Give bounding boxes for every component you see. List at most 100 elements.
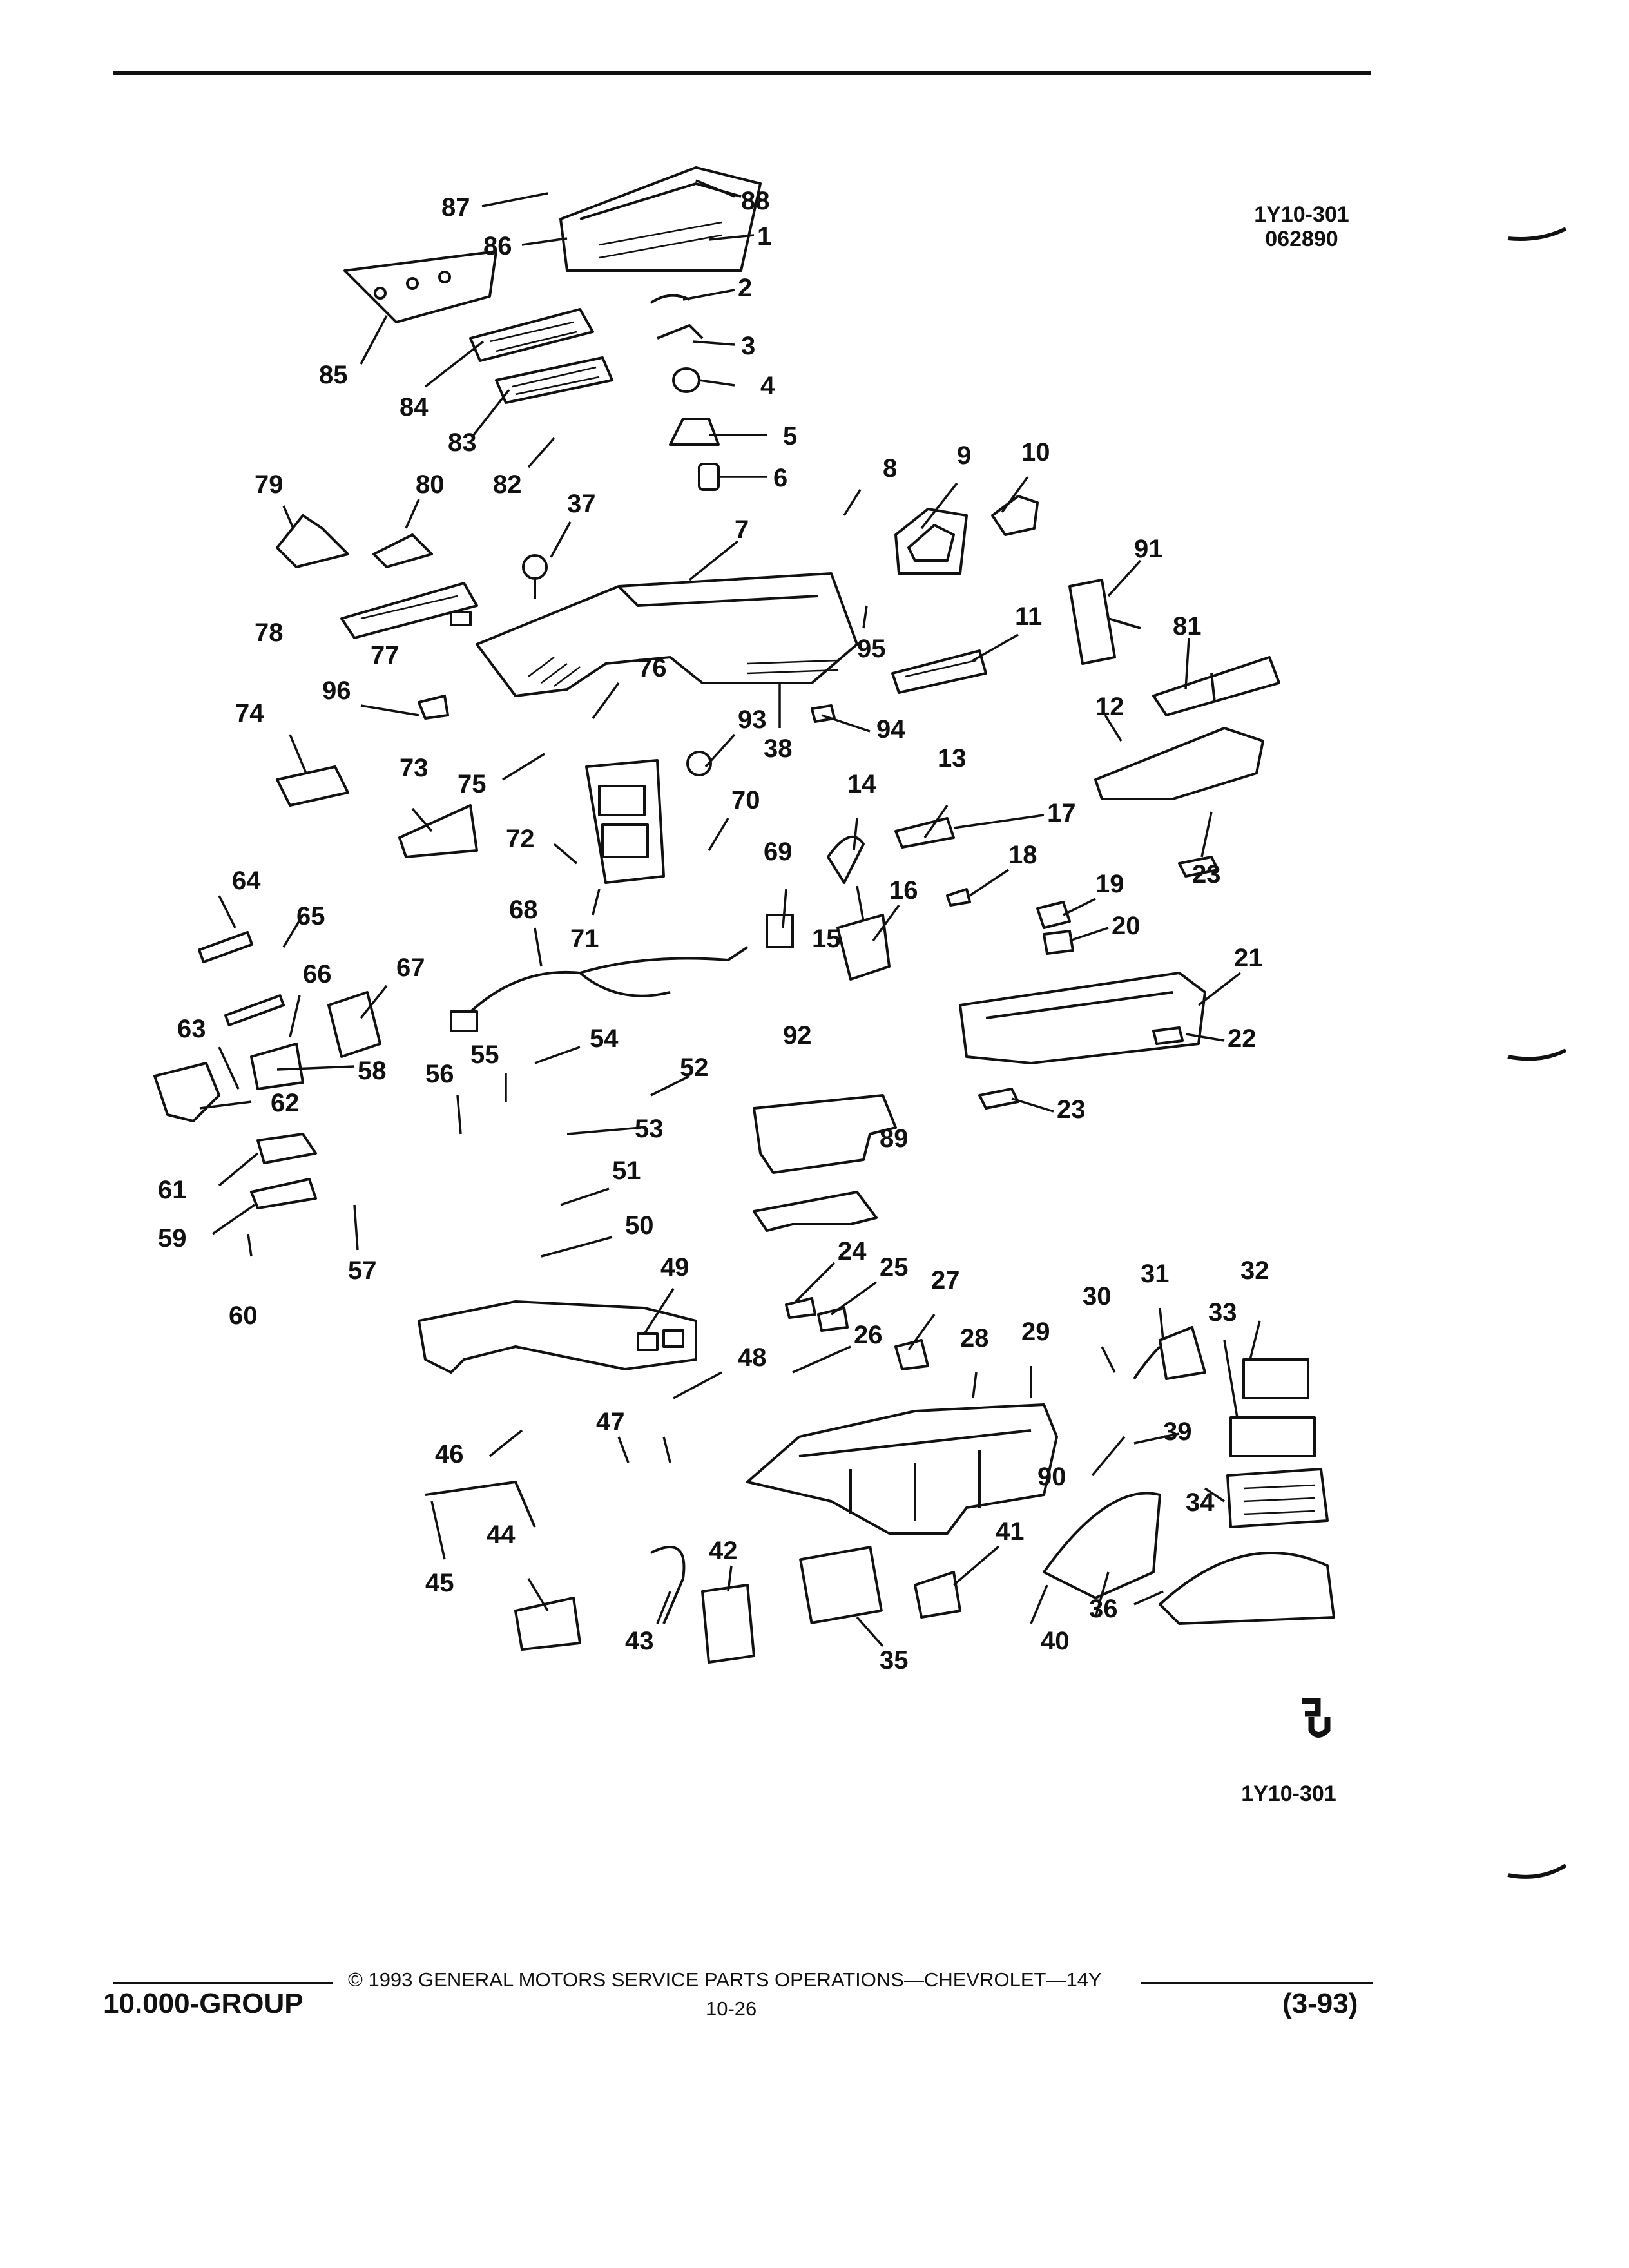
callout-59: 59 [158, 1224, 187, 1253]
callout-32: 32 [1240, 1256, 1269, 1285]
bracket-89 [753, 1191, 878, 1232]
callout-94: 94 [876, 715, 905, 744]
callout-64: 64 [232, 867, 261, 895]
callout-84: 84 [400, 393, 429, 421]
callout-33: 33 [1208, 1298, 1237, 1327]
callout-12: 12 [1095, 693, 1124, 721]
trim-plate-83 [495, 356, 613, 404]
callout-27: 27 [931, 1266, 960, 1294]
callout-76: 76 [638, 654, 667, 682]
callout-85: 85 [319, 361, 348, 389]
callout-34: 34 [1186, 1488, 1215, 1517]
radio-33-34 [1226, 1358, 1329, 1528]
carrier-frame [746, 1403, 1058, 1535]
footer-rule-right [1141, 1982, 1373, 1984]
callout-65: 65 [296, 902, 325, 930]
console-40-36 [1043, 1492, 1335, 1625]
mid-parts [276, 514, 1219, 1380]
top-rule [113, 71, 1371, 75]
footer-page-number: 10-26 [706, 1997, 757, 2020]
callout-25: 25 [880, 1253, 909, 1282]
callout-77: 77 [371, 641, 400, 669]
callout-89: 89 [880, 1124, 909, 1153]
callout-43: 43 [625, 1627, 654, 1655]
callout-20: 20 [1112, 912, 1141, 940]
callout-2: 2 [738, 274, 752, 302]
footer-group: 10.000-GROUP [103, 1988, 304, 2019]
callout-88: 88 [741, 187, 770, 215]
callout-5: 5 [783, 422, 797, 450]
callout-75: 75 [458, 770, 487, 798]
callout-81: 81 [1173, 612, 1202, 640]
diagram-code-bottom: 1Y10-301 [1241, 1782, 1336, 1806]
callout-14: 14 [847, 770, 876, 798]
glove-box-liner [343, 250, 497, 323]
callout-86: 86 [483, 232, 512, 260]
callout-23a: 23 [1192, 860, 1221, 889]
footer-rule-left [113, 1982, 333, 1984]
callout-17: 17 [1047, 799, 1076, 827]
callout-30: 30 [1083, 1282, 1112, 1311]
callout-8: 8 [883, 454, 897, 483]
callout-78: 78 [255, 619, 284, 647]
bracket-91 [1068, 579, 1141, 665]
callout-57: 57 [348, 1256, 377, 1285]
callout-71: 71 [570, 925, 599, 953]
callout-41: 41 [996, 1517, 1025, 1546]
misc-lower-parts [425, 1481, 961, 1664]
leader-lines [199, 179, 1261, 1648]
callout-42: 42 [709, 1537, 738, 1565]
callout-95: 95 [857, 635, 886, 663]
callout-52: 52 [680, 1053, 709, 1082]
callout-92: 92 [783, 1021, 812, 1050]
callout-31: 31 [1141, 1260, 1170, 1288]
callout-26: 26 [854, 1321, 883, 1349]
callout-93: 93 [738, 706, 767, 734]
trim-panel-12 [1094, 727, 1264, 800]
callout-36: 36 [1089, 1595, 1118, 1623]
wiring-harness-68 [450, 946, 749, 1032]
callout-28: 28 [960, 1324, 989, 1352]
callout-73: 73 [400, 754, 429, 782]
callout-48: 48 [738, 1343, 767, 1372]
footer-revision: (3-93) [1282, 1988, 1358, 2019]
callout-47: 47 [596, 1408, 625, 1436]
callout-82: 82 [493, 470, 522, 499]
callout-9: 9 [957, 441, 971, 470]
callout-63: 63 [177, 1015, 206, 1043]
callout-numbers: 1 2 3 4 5 6 7 8 9 10 11 12 13 14 15 16 1… [158, 187, 1269, 1675]
callout-67: 67 [396, 954, 425, 982]
callout-66: 66 [303, 960, 332, 988]
vent-11 [891, 649, 987, 694]
bezel-9-10 [894, 495, 1039, 575]
callout-23b: 23 [1057, 1095, 1086, 1124]
callout-38: 38 [764, 735, 793, 763]
callout-11: 11 [1015, 602, 1042, 631]
callout-39: 39 [1163, 1418, 1192, 1446]
callout-96: 96 [322, 677, 351, 705]
callout-70: 70 [731, 786, 760, 814]
callout-72: 72 [506, 825, 535, 853]
callout-53: 53 [635, 1115, 664, 1143]
heater-duct-49 [418, 1300, 697, 1374]
diagram-date: 062890 [1265, 227, 1338, 251]
callout-24: 24 [838, 1237, 867, 1265]
callout-58: 58 [358, 1057, 387, 1085]
callout-74: 74 [235, 699, 264, 727]
callout-6: 6 [773, 464, 787, 492]
callout-15: 15 [812, 925, 841, 953]
footer-copyright: © 1993 GENERAL MOTORS SERVICE PARTS OPER… [348, 1968, 1102, 1991]
callout-37: 37 [567, 490, 596, 518]
center-bezel-71 [585, 759, 665, 884]
glove-box-door [559, 166, 762, 272]
callout-83: 83 [448, 428, 477, 457]
callout-13: 13 [938, 744, 967, 773]
callout-7: 7 [735, 515, 749, 544]
callout-68: 68 [509, 896, 538, 924]
trim-plate-84 [469, 308, 594, 362]
callout-62: 62 [271, 1089, 300, 1117]
callout-55: 55 [470, 1041, 499, 1069]
callout-44: 44 [487, 1521, 516, 1549]
callout-16: 16 [889, 876, 918, 905]
callout-50: 50 [625, 1211, 654, 1240]
